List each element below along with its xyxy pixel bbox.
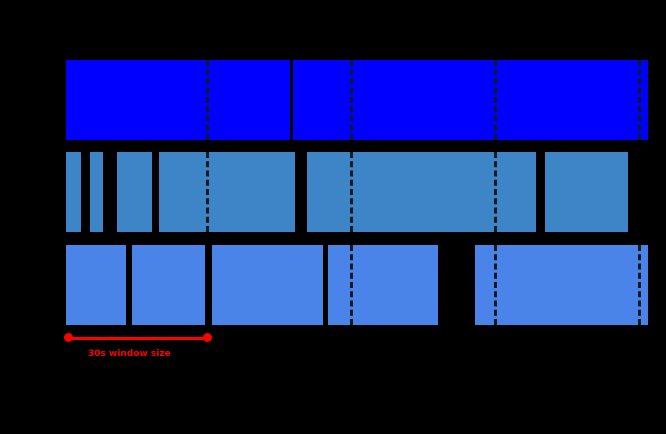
window-boundary-line (638, 60, 641, 140)
track-1-row (0, 60, 666, 140)
track-2-segment (90, 152, 103, 232)
window-boundary-line (206, 60, 209, 140)
window-boundary-line (494, 60, 497, 140)
window-size-end-marker (203, 333, 212, 342)
track-2-segment (66, 152, 81, 232)
window-size-start-marker (64, 333, 73, 342)
window-size-line (68, 337, 207, 340)
track-1-segment (293, 60, 648, 140)
track-1-segment (66, 60, 290, 140)
track-2-segment (159, 152, 295, 232)
window-boundary-line (206, 152, 209, 232)
track-3-segment (132, 245, 205, 325)
window-boundary-line (350, 60, 353, 140)
window-boundary-line (350, 245, 353, 325)
track-2-segment (545, 152, 628, 232)
track-3-segment (475, 245, 648, 325)
track-2-segment (117, 152, 152, 232)
track-3-segment (66, 245, 126, 325)
window-boundary-line (638, 245, 641, 325)
window-boundary-line (350, 152, 353, 232)
track-2-row (0, 152, 666, 232)
track-2-segment (307, 152, 536, 232)
track-3-row (0, 245, 666, 325)
window-boundary-line (494, 245, 497, 325)
track-3-segment (212, 245, 323, 325)
track-3-segment (328, 245, 438, 325)
window-size-label: 30s window size (88, 349, 171, 359)
window-boundary-line (494, 152, 497, 232)
